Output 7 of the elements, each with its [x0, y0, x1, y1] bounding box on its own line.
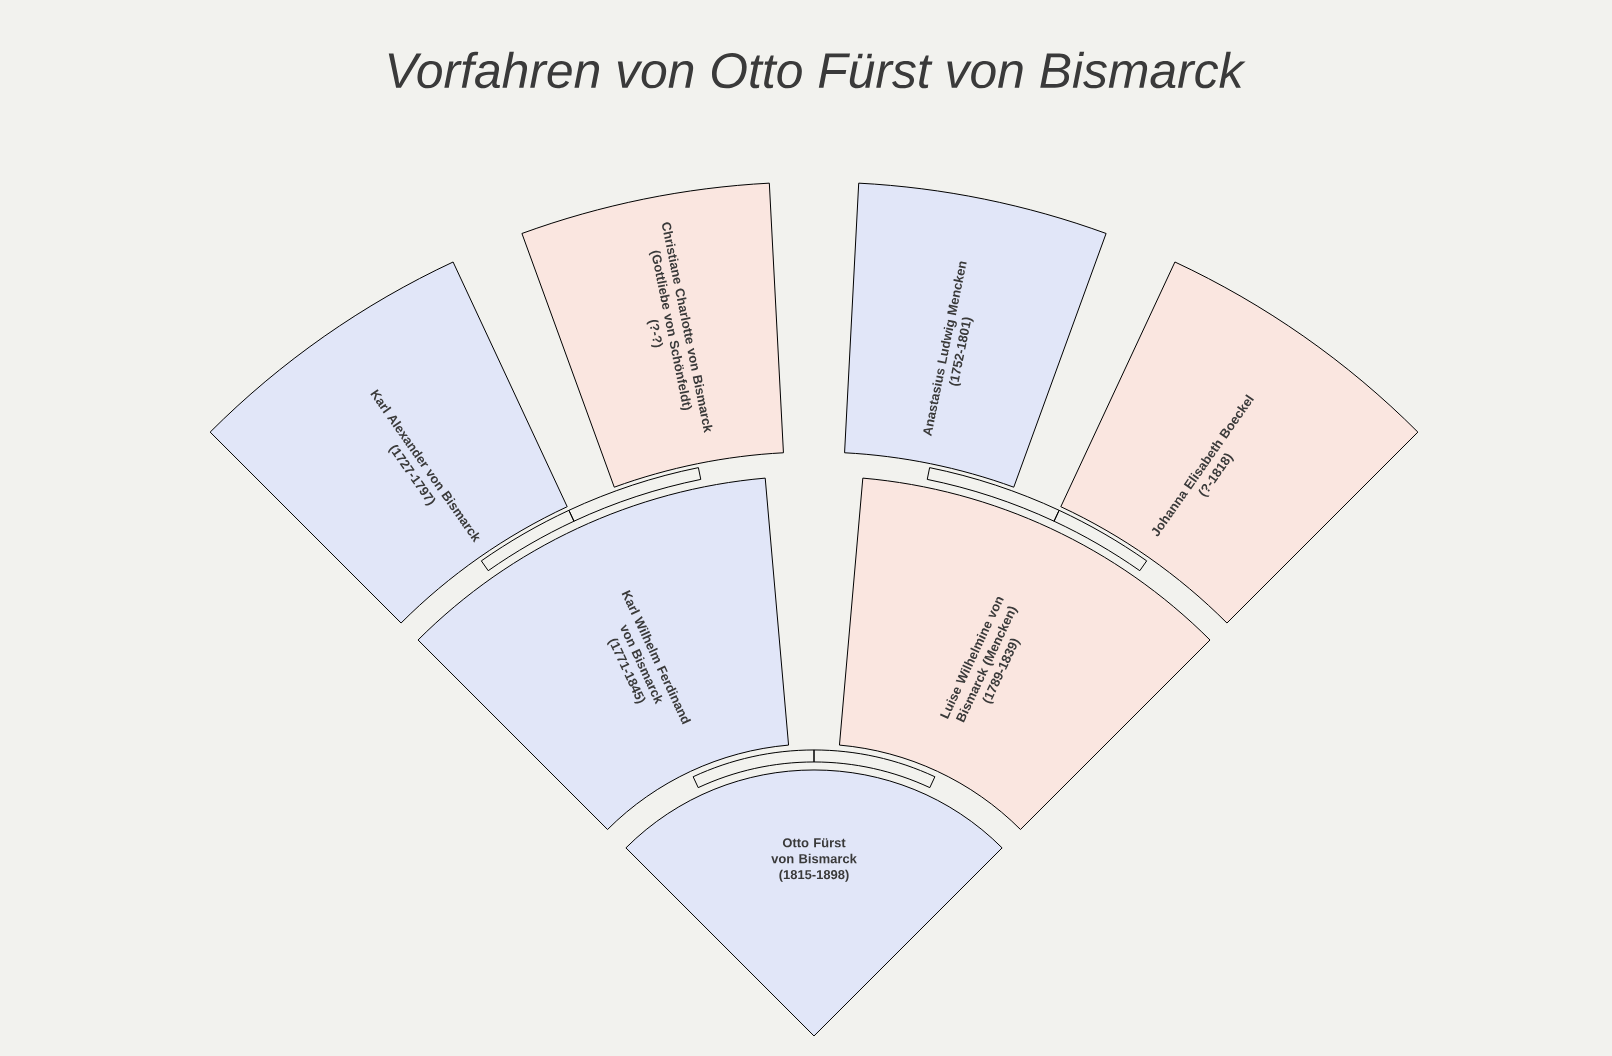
connector-bracket	[813, 749, 936, 789]
connector-bracket	[568, 467, 702, 522]
connector-bracket	[692, 749, 815, 789]
title: Vorfahren von Otto Fürst von Bismarck	[388, 51, 1246, 89]
connector-bracket	[926, 467, 1060, 522]
connector-bracket	[480, 509, 575, 572]
connector-bracket	[1053, 509, 1148, 572]
